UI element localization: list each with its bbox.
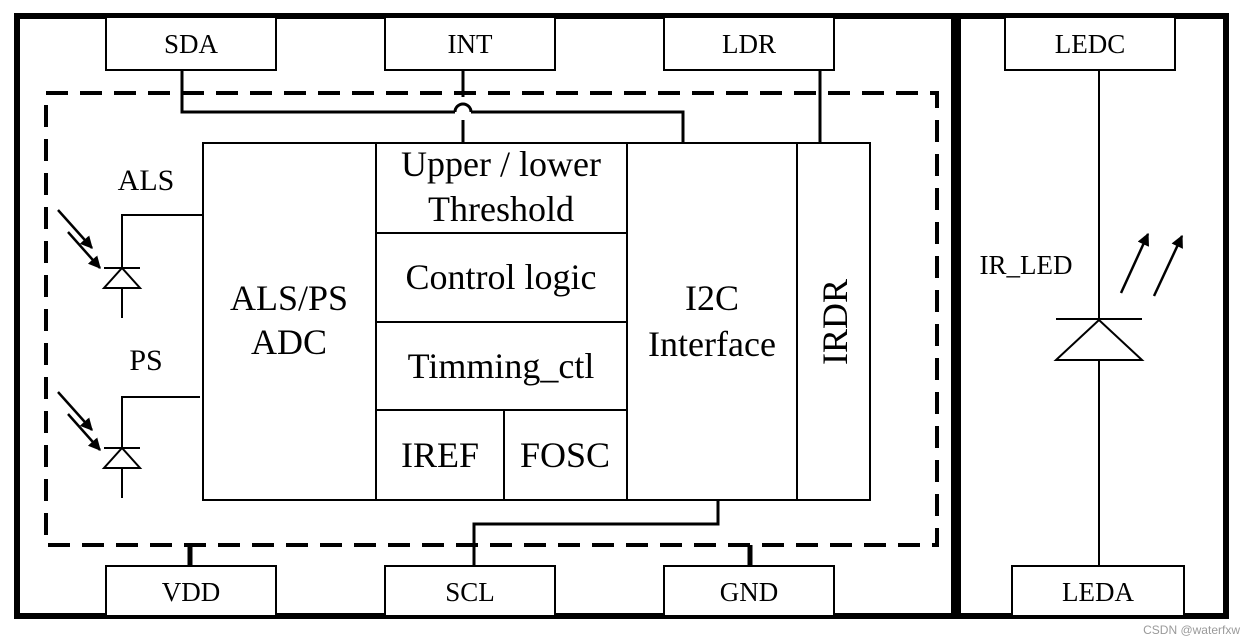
i2c-block: [626, 142, 798, 501]
adc-label-line2: ADC: [251, 322, 327, 362]
watermark: CSDN @waterfxw: [1143, 623, 1240, 637]
scl-wire: [472, 500, 720, 566]
als-label: ALS: [118, 164, 175, 197]
threshold-block: [375, 142, 628, 234]
sda-wire-hop: [453, 102, 473, 113]
sensor-die-boundary: [44, 91, 939, 547]
gnd-pin: [663, 565, 835, 617]
ir-led-label: IR_LED: [980, 250, 1073, 280]
int-pin-label: INT: [448, 29, 493, 59]
ps-wire: [121, 396, 200, 448]
int-pin: [384, 16, 556, 71]
ldr-pin: [663, 16, 835, 71]
als-wire: [121, 214, 203, 268]
gnd-pin-label: GND: [720, 577, 779, 607]
adc-label-line1: ALS/PS: [230, 278, 348, 318]
threshold-label-line2: Threshold: [428, 189, 574, 229]
control-logic-label: Control logic: [406, 257, 597, 297]
sda-wire-end: [471, 110, 685, 143]
led-module-outline: [955, 13, 1229, 619]
adc-block: [202, 142, 377, 501]
sda-pin-label: SDA: [164, 29, 219, 59]
ps-photodiode-icon: [57, 391, 143, 469]
vdd-pin-label: VDD: [162, 577, 221, 607]
ledc-pin: [1004, 16, 1176, 71]
scl-pin-label: SCL: [445, 577, 495, 607]
i2c-label-line2: Interface: [648, 324, 776, 364]
scl-pin: [384, 565, 556, 617]
threshold-label-line1: Upper / lower: [401, 144, 601, 184]
ledc-pin-label: LEDC: [1055, 29, 1126, 59]
iref-block: [375, 409, 505, 501]
fosc-label: FOSC: [520, 435, 610, 475]
i2c-label-line1: I2C: [685, 278, 739, 318]
control-logic-block: [375, 232, 628, 323]
ir-led-icon: [1053, 232, 1184, 361]
sda-pin: [105, 16, 277, 71]
timing-label: Timming_ctl: [408, 346, 595, 386]
leda-pin-label: LEDA: [1062, 577, 1134, 607]
irdr-label: IRDR: [815, 279, 855, 365]
vdd-pin: [105, 565, 277, 617]
als-photodiode-icon: [57, 209, 143, 289]
iref-label: IREF: [401, 435, 479, 475]
sda-wire: [180, 70, 455, 114]
ldr-pin-label: LDR: [722, 29, 776, 59]
leda-pin: [1011, 565, 1185, 617]
irdr-block: [796, 142, 871, 501]
ps-label: PS: [129, 344, 162, 377]
